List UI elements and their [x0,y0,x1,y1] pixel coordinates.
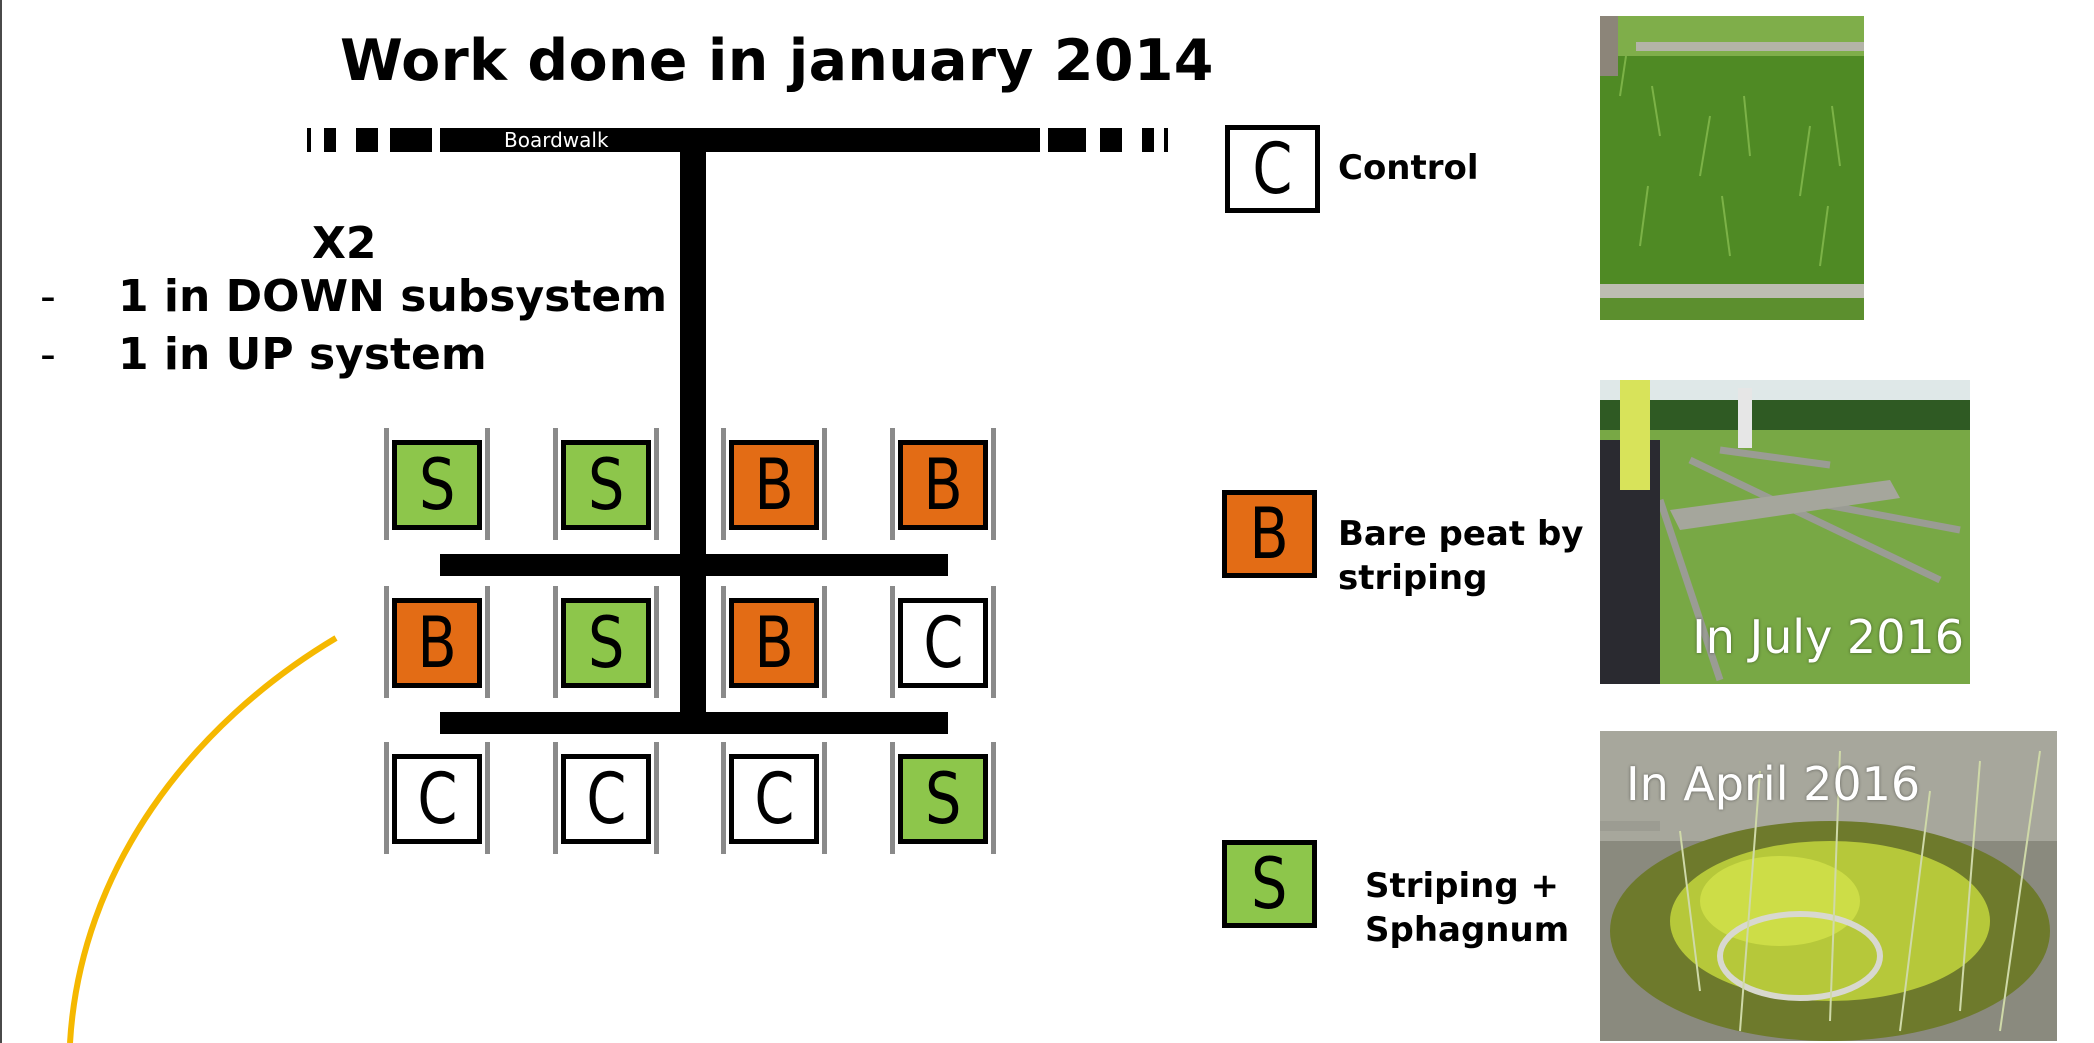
plot-rail [485,428,490,540]
plot-rail [553,428,558,540]
cross-path-lower [440,712,948,734]
plot-s: S [561,440,651,530]
plot-rail [822,586,827,698]
plot-s: S [392,440,482,530]
plot-rail [485,586,490,698]
main-access-path [680,150,706,732]
plot-rail [822,742,827,854]
plot-rail [991,428,996,540]
replicates-list: -1 in DOWN subsystem -1 in UP system [40,268,667,384]
plot-rail [384,586,389,698]
slide-left-border [0,0,2,1043]
plot-rail [822,428,827,540]
plot-c: C [898,598,988,688]
plot-b: B [898,440,988,530]
sphagnum-photo-caption: In April 2016 [1626,757,1921,811]
cross-path-upper [440,554,948,576]
plot-rail [890,586,895,698]
control-photo [1600,16,1864,320]
plot-rail [654,428,659,540]
plot-rail [384,742,389,854]
plot-b: B [729,440,819,530]
plot-b: B [392,598,482,688]
legend-bare-peat-box: B [1222,490,1317,578]
plot-rail [991,742,996,854]
plot-rail [553,586,558,698]
plot-rail [485,742,490,854]
legend-sphagnum-box: S [1222,840,1317,928]
legend-sphagnum-label: Striping + Sphagnum [1365,866,1570,950]
plot-rail [721,586,726,698]
legend-control-label: Control [1338,148,1479,188]
replicate-item: -1 in DOWN subsystem [40,271,668,322]
plot-rail [721,742,726,854]
sphagnum-photo: In April 2016 [1600,731,2057,1041]
plot-c: C [729,754,819,844]
plot-rail [654,586,659,698]
bare-peat-photo-caption: In July 2016 [1692,610,1964,664]
plot-rail [553,742,558,854]
boardwalk-label: Boardwalk [504,128,609,152]
plot-rail [890,428,895,540]
plot-s: S [898,754,988,844]
replicate-item: -1 in UP system [40,329,487,380]
slide-title: Work done in january 2014 [340,28,1214,94]
legend-control-box: C [1225,125,1320,213]
plot-b: B [729,598,819,688]
plot-rail [654,742,659,854]
plot-rail [721,428,726,540]
replicates-label: X2 [312,218,377,269]
plot-s: S [561,598,651,688]
plot-rail [991,586,996,698]
plot-c: C [392,754,482,844]
bare-peat-photo: In July 2016 [1600,380,1970,684]
legend-bare-peat-label: Bare peat by striping [1338,514,1584,598]
plot-rail [384,428,389,540]
plot-rail [890,742,895,854]
plot-c: C [561,754,651,844]
